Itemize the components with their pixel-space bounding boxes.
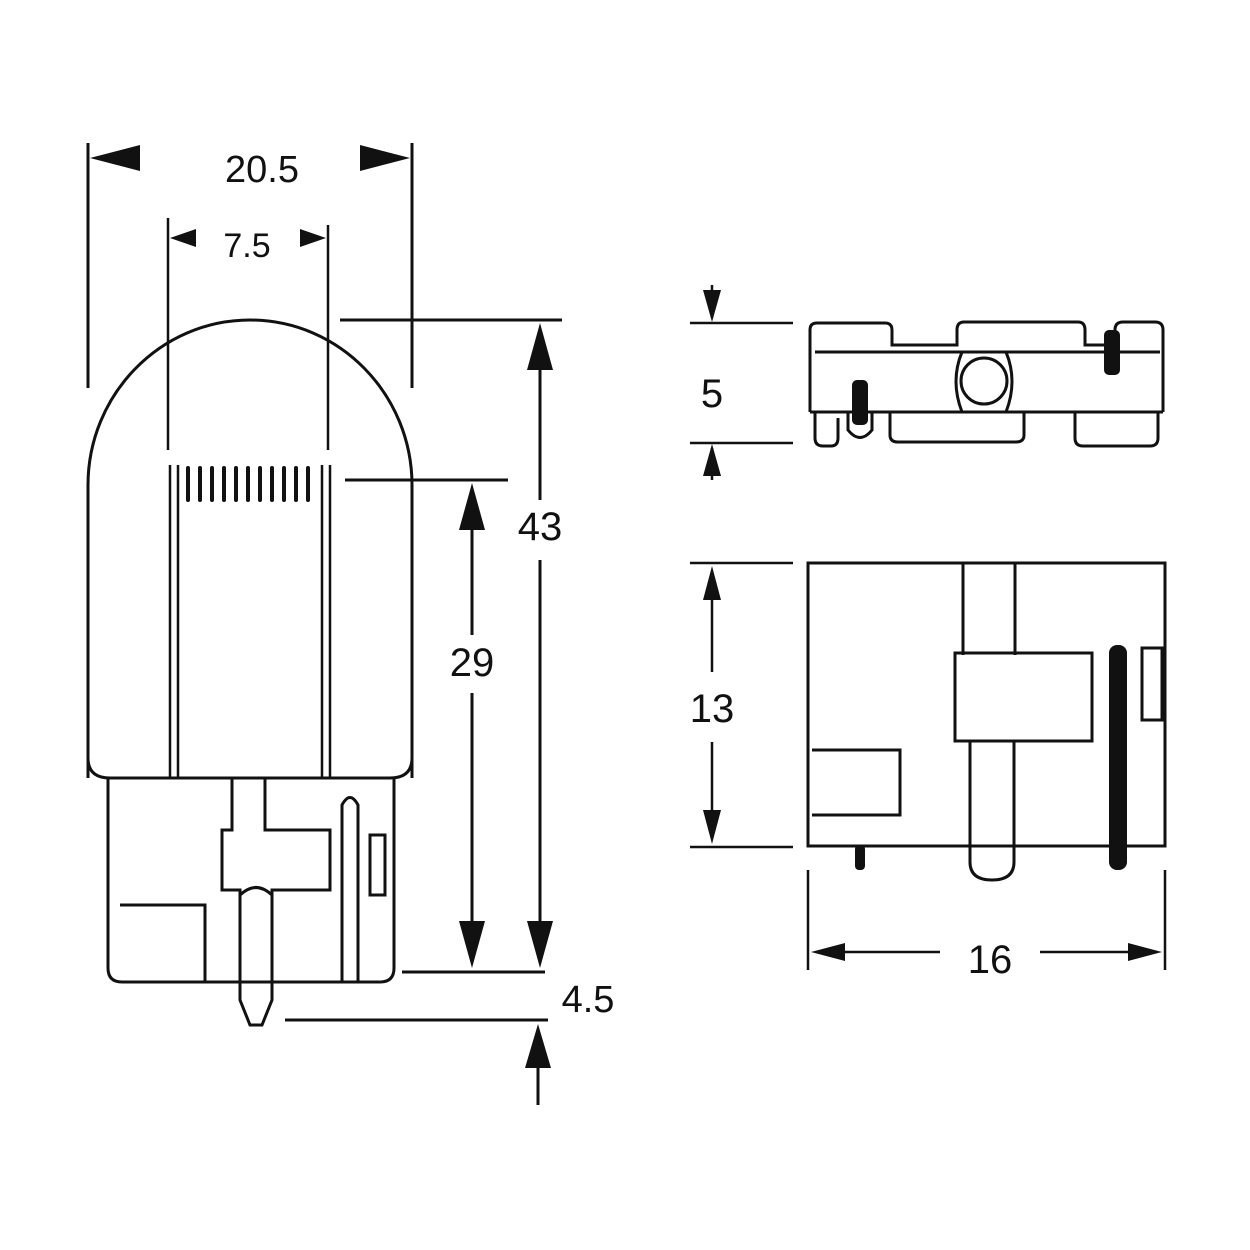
bulb-front-view: [86, 318, 414, 1027]
dim-label-filament-width: 7.5: [223, 227, 270, 265]
glass-envelope: [86, 318, 414, 778]
dim-label-overall-height: 43: [518, 505, 563, 549]
dim-label-base-height: 13: [690, 687, 735, 731]
dim-label-base-width: 16: [968, 938, 1013, 982]
dim-label-base-thickness: 5: [701, 372, 723, 416]
glass-bottom-edge: [86, 757, 414, 780]
dim-base-thickness: 5: [690, 285, 793, 480]
base-front-view: [806, 561, 1167, 882]
dim-terminal-length: 4.5: [285, 979, 614, 1105]
filament-coil: [186, 466, 310, 502]
center-terminal: [238, 886, 274, 1027]
dim-light-center: 29: [345, 478, 508, 968]
dim-base-width: 16: [806, 870, 1167, 982]
dim-base-height: 13: [690, 561, 793, 849]
dim-label-terminal-length: 4.5: [562, 979, 615, 1021]
dim-label-bulb-width: 20.5: [225, 149, 299, 191]
dim-filament-width: 7.5: [166, 218, 330, 450]
base-side-view: [808, 320, 1165, 448]
dim-bulb-width: 20.5: [86, 143, 414, 388]
dim-overall-height: 43: [340, 318, 563, 974]
dim-label-light-center: 29: [450, 641, 495, 685]
filament-supports: [168, 465, 332, 778]
wedge-base: [106, 778, 396, 984]
